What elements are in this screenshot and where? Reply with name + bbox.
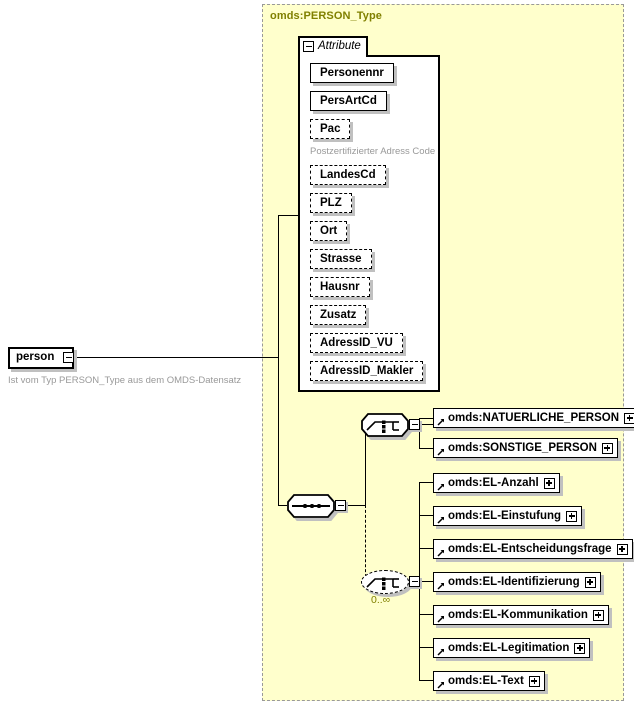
element-ref-omds-natuerliche_person[interactable]: omds:NATUERLICHE_PERSON — [433, 408, 634, 428]
plus-toggle-icon[interactable] — [624, 412, 634, 424]
connector-choice2-to-elem-0 — [419, 482, 433, 484]
connector-choice1-to-elem-1 — [419, 448, 433, 450]
minus-toggle-icon[interactable] — [409, 576, 420, 587]
plus-toggle-icon[interactable] — [543, 477, 555, 489]
connector-trunk-vertical — [278, 215, 280, 506]
element-ref-arrow-icon — [437, 647, 445, 656]
sequence-icon-dot-1 — [303, 504, 307, 508]
attribute-pac[interactable]: Pac — [310, 119, 351, 139]
connector-choice1-to-elem-0 — [419, 418, 433, 420]
element-ref-arrow-icon — [437, 447, 445, 456]
element-ref-label: omds:EL-Kommunikation — [448, 609, 588, 621]
element-ref-arrow-icon — [437, 680, 445, 689]
connector-trunk-to-attribute — [278, 215, 299, 217]
attribute-hausnr[interactable]: Hausnr — [310, 277, 370, 297]
element-ref-label: omds:SONSTIGE_PERSON — [448, 442, 597, 454]
connector-trunk-to-sequence — [278, 505, 287, 507]
attribute-adressid_vu[interactable]: AdressID_VU — [310, 333, 403, 353]
element-ref-arrow-icon — [437, 417, 445, 426]
element-ref-omds-el-legitimation[interactable]: omds:EL-Legitimation — [433, 638, 591, 658]
element-ref-arrow-icon — [437, 548, 445, 557]
element-ref-arrow-icon — [437, 515, 445, 524]
connector-sequence-out — [347, 505, 366, 507]
attribute-annotation-pac: Postzertifizierter Adress Code — [310, 146, 436, 157]
choice-icon — [365, 417, 407, 435]
choice2-cardinality: 0..∞ — [371, 594, 391, 606]
element-ref-omds-el-kommunikation[interactable]: omds:EL-Kommunikation — [433, 605, 609, 625]
attribute-personennr[interactable]: Personennr — [310, 63, 394, 83]
attribute-panel-tab[interactable] — [298, 36, 368, 57]
minus-toggle-icon[interactable] — [63, 352, 74, 363]
element-person-annotation: Ist vom Typ PERSON_Type aus dem OMDS-Dat… — [8, 375, 242, 386]
connector-branch-vertical-dashed — [365, 505, 366, 582]
element-ref-label: omds:EL-Legitimation — [448, 642, 570, 654]
connector-choice2-to-elem-6 — [419, 680, 433, 682]
plus-toggle-icon[interactable] — [601, 442, 613, 454]
attribute-plz[interactable]: PLZ — [310, 193, 352, 213]
connector-choice2-to-elem-1 — [419, 515, 433, 517]
element-ref-omds-el-text[interactable]: omds:EL-Text — [433, 671, 545, 691]
plus-toggle-icon[interactable] — [574, 642, 586, 654]
attribute-adressid_makler[interactable]: AdressID_Makler — [310, 361, 424, 381]
minus-toggle-icon[interactable] — [303, 41, 314, 52]
element-ref-omds-sonstige_person[interactable]: omds:SONSTIGE_PERSON — [433, 438, 618, 458]
connector-choice2-to-elem-4 — [419, 614, 433, 616]
sequence-icon-dot-3 — [317, 504, 321, 508]
element-ref-omds-el-einstufung[interactable]: omds:EL-Einstufung — [433, 506, 583, 526]
element-ref-label: omds:NATUERLICHE_PERSON — [448, 412, 620, 424]
connector-choice2-to-elem-3 — [419, 581, 433, 583]
element-ref-label: omds:EL-Entscheidungsfrage — [448, 543, 612, 555]
element-ref-omds-el-anzahl[interactable]: omds:EL-Anzahl — [433, 473, 560, 493]
plus-toggle-icon[interactable] — [584, 576, 596, 588]
plus-toggle-icon[interactable] — [592, 609, 604, 621]
connector-choice1-out — [421, 424, 433, 426]
element-ref-label: omds:EL-Identifizierung — [448, 576, 580, 588]
plus-toggle-icon[interactable] — [528, 675, 540, 687]
element-ref-omds-el-entscheidungsfrage[interactable]: omds:EL-Entscheidungsfrage — [433, 539, 633, 559]
attribute-landescd[interactable]: LandesCd — [310, 165, 386, 185]
plus-toggle-icon[interactable] — [566, 510, 578, 522]
connector-choice2-to-elem-5 — [419, 647, 433, 649]
element-ref-label: omds:EL-Einstufung — [448, 510, 562, 522]
attribute-strasse[interactable]: Strasse — [310, 249, 372, 269]
attribute-zusatz[interactable]: Zusatz — [310, 305, 367, 325]
element-ref-arrow-icon — [437, 482, 445, 491]
minus-toggle-icon[interactable] — [409, 419, 420, 430]
complextype-title: omds:PERSON_Type — [270, 10, 383, 22]
attribute-panel-seam — [300, 54, 366, 58]
connector-choice2-to-elem-2 — [419, 548, 433, 550]
attribute-panel-label: Attribute — [318, 40, 361, 52]
attribute-persartcd[interactable]: PersArtCd — [310, 91, 387, 111]
element-ref-label: omds:EL-Anzahl — [448, 477, 539, 489]
connector-branch-vertical-solid — [365, 424, 367, 506]
element-ref-omds-el-identifizierung[interactable]: omds:EL-Identifizierung — [433, 572, 601, 592]
sequence-icon-dot-2 — [310, 504, 314, 508]
connector-choice1-bus — [419, 418, 421, 449]
minus-toggle-icon[interactable] — [335, 500, 346, 511]
element-ref-arrow-icon — [437, 614, 445, 623]
choice-icon — [365, 574, 407, 592]
element-ref-label: omds:EL-Text — [448, 675, 524, 687]
element-person-label: person — [16, 351, 55, 363]
element-ref-arrow-icon — [437, 581, 445, 590]
connector-person-to-trunk — [74, 357, 279, 359]
attribute-ort[interactable]: Ort — [310, 221, 348, 241]
plus-toggle-icon[interactable] — [616, 543, 628, 555]
